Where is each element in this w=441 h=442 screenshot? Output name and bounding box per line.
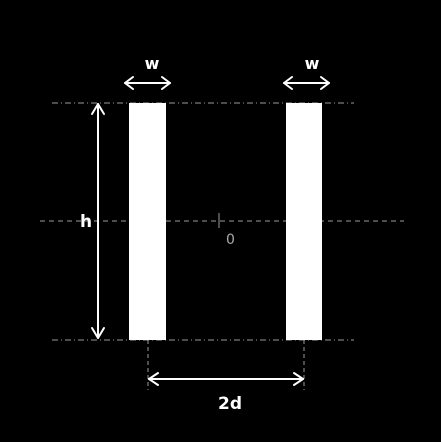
height-arrow <box>91 103 105 339</box>
left-width-label: w <box>145 54 160 73</box>
right-slit <box>286 103 322 340</box>
separation-arrow <box>148 372 304 386</box>
height-label: h <box>80 212 92 232</box>
left-width-arrow <box>124 76 171 90</box>
separation-label: 2d <box>218 394 242 414</box>
right-width-label: w <box>305 54 320 73</box>
left-slit <box>129 103 166 340</box>
origin-label: 0 <box>226 232 235 248</box>
right-width-arrow <box>283 76 330 90</box>
